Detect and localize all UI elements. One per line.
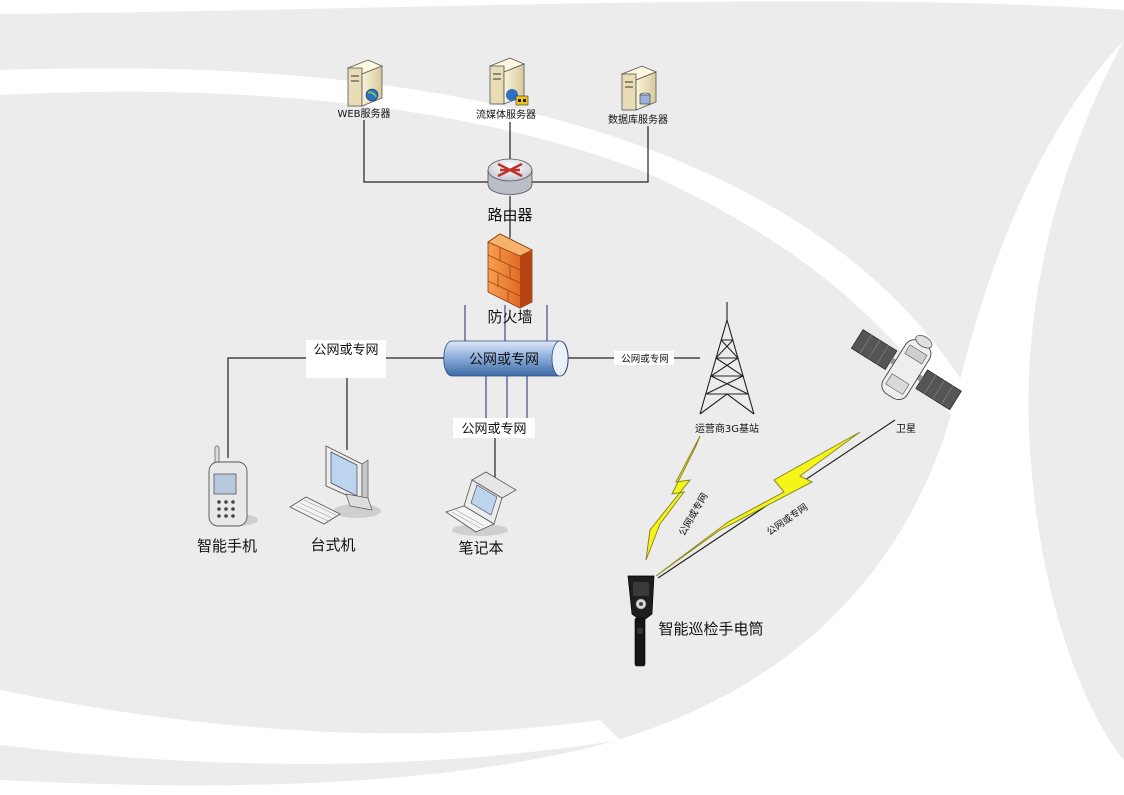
base-station-label: 运营商3G基站 [695,422,759,435]
laptop-label: 笔记本 [458,539,503,557]
tower-link-label: 公网或专网 [621,353,669,365]
laptop-link-label-box [453,418,535,438]
flashlight-icon [627,575,655,667]
laptop-link-label: 公网或专网 [461,422,526,437]
link-db-router [532,126,649,183]
network-label: 公网或专网 [469,352,539,368]
network-tube-icon [443,340,569,377]
desktop-label: 台式机 [310,536,355,554]
server-web-label: WEB服务器 [337,107,390,120]
cell-tower-icon [699,302,755,415]
router-label: 路由器 [487,206,532,224]
server-media-label: 流媒体服务器 [476,108,536,121]
firewall-icon [487,233,533,309]
server-db-icon [620,65,658,111]
router-icon [487,158,533,195]
laptop-icon [445,471,517,536]
link-web-router [363,120,490,183]
firewall-label: 防火墙 [487,308,532,326]
server-db-label: 数据库服务器 [608,113,668,126]
tower-link-label-box [614,351,674,365]
flashlight-label: 智能巡检手电筒 [658,620,763,638]
server-media-icon [488,57,529,106]
desktop-computer-icon [289,445,381,525]
satellite-label: 卫星 [896,423,916,435]
smartphone-label: 智能手机 [197,537,257,555]
satellite-icon [850,329,962,411]
left-link-label-box [306,340,386,378]
server-web-icon [346,59,384,107]
smartphone-icon [208,445,258,527]
left-link-label: 公网或专网 [313,343,378,358]
lightning-bolt-icon [645,431,861,577]
